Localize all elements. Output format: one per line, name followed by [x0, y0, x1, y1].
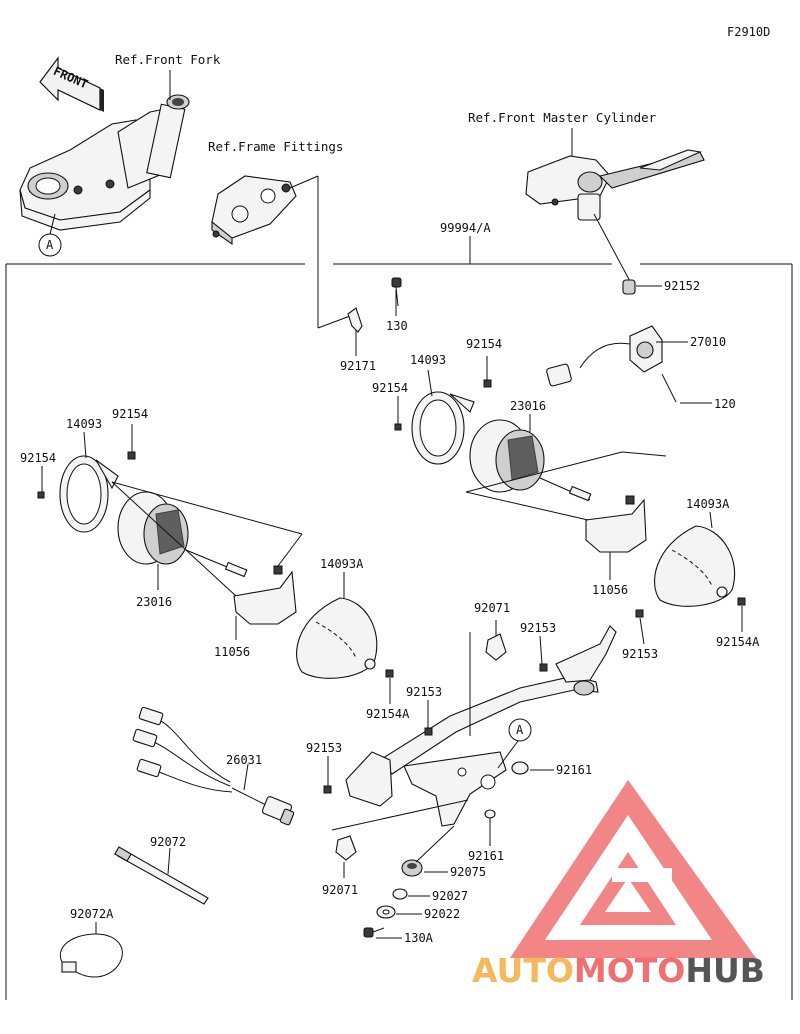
label-92153-b: 92153 [622, 647, 658, 661]
right-lamp-unit-23016-drawing [469, 419, 592, 502]
label-92153-c: 92153 [406, 685, 442, 699]
label-11056-left: 11056 [214, 645, 250, 659]
label-23016-right: 23016 [510, 399, 546, 413]
washer-92022-drawing [376, 905, 396, 919]
label-92153-d: 92153 [306, 741, 342, 755]
left-lamp-unit-23016-drawing [117, 491, 248, 578]
plug-92161-top-drawing [511, 761, 529, 775]
front-direction-arrow-icon: FRONT [39, 56, 104, 112]
label-92171: 92171 [340, 359, 376, 373]
label-26031: 26031 [226, 753, 262, 767]
callout-a-top: A [38, 233, 62, 257]
label-92154-left-top: 92154 [112, 407, 148, 421]
ref-master-cylinder-label: Ref.Front Master Cylinder [468, 110, 657, 125]
frame-fittings-ref-drawing [211, 175, 297, 246]
label-120: 120 [714, 397, 736, 411]
label-92027: 92027 [432, 889, 468, 903]
label-27010: 27010 [690, 335, 726, 349]
svg-text:A: A [516, 723, 524, 737]
label-14093-right: 14093 [410, 353, 446, 367]
label-92152: 92152 [664, 279, 700, 293]
master-cylinder-ref-drawing [525, 149, 705, 221]
figure-code: F2910D [727, 25, 770, 39]
label-92154-right-top: 92154 [466, 337, 502, 351]
label-14093A-left: 14093A [320, 557, 364, 571]
band-92072A-drawing [59, 933, 123, 978]
bolt-130A-drawing [363, 927, 385, 938]
label-23016-left: 23016 [136, 595, 172, 609]
switch-27010-drawing [546, 279, 677, 403]
label-130: 130 [386, 319, 408, 333]
label-92154-left-mid: 92154 [20, 451, 56, 465]
label-92071-top: 92071 [474, 601, 510, 615]
left-headlight-housing-drawing [37, 451, 136, 533]
left-lens-14093A-drawing [296, 597, 394, 679]
right-lens-14093A-drawing [654, 525, 746, 607]
label-92153-a: 92153 [520, 621, 556, 635]
wire-harness-26031-drawing [132, 706, 295, 826]
label-92161-bottom: 92161 [468, 849, 504, 863]
label-92161-top: 92161 [556, 763, 592, 777]
label-92072A: 92072A [70, 907, 114, 921]
svg-text:A: A [46, 238, 54, 252]
collar-92027-drawing [392, 888, 408, 900]
watermark-text: AUTOMOTOHUB [472, 951, 765, 990]
label-14093A-right: 14093A [686, 497, 730, 511]
label-92072: 92072 [150, 835, 186, 849]
label-92071-bottom: 92071 [322, 883, 358, 897]
label-14093-left: 14093 [66, 417, 102, 431]
label-11056-right: 11056 [592, 583, 628, 597]
label-99994A: 99994/A [440, 221, 491, 235]
front-fork-ref-drawing [19, 94, 190, 231]
label-92154A-left: 92154A [366, 707, 410, 721]
ref-front-fork-label: Ref.Front Fork [115, 52, 221, 67]
clip-92171-drawing [347, 307, 363, 333]
cable-tie-92072-drawing [114, 846, 209, 905]
right-headlight-housing-drawing [394, 379, 492, 465]
label-92154-right-mid: 92154 [372, 381, 408, 395]
watermark-logo [510, 780, 756, 958]
label-92075: 92075 [450, 865, 486, 879]
label-130A: 130A [404, 931, 434, 945]
callout-a-bottom: A [508, 718, 532, 742]
ref-frame-fittings-label: Ref.Frame Fittings [208, 139, 343, 154]
label-92022: 92022 [424, 907, 460, 921]
label-92154A-right: 92154A [716, 635, 760, 649]
grommet-92075-drawing [401, 859, 423, 877]
right-bracket-11056-drawing [585, 495, 647, 553]
